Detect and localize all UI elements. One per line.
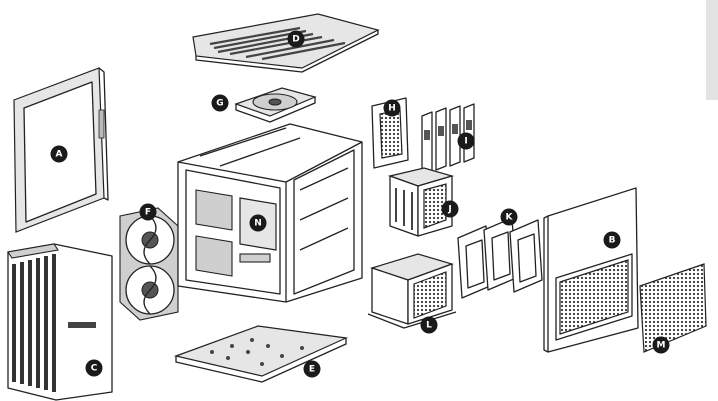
callout-label: C [91, 364, 98, 374]
callout-circle [211, 94, 229, 112]
callout-label: J [447, 205, 451, 215]
callout-circle [50, 145, 68, 163]
callout-f: F [139, 203, 157, 221]
callout-circle [500, 208, 518, 226]
callout-circle [139, 203, 157, 221]
mesh-bracket [371, 97, 409, 169]
callout-circle [420, 316, 438, 334]
callout-label: A [56, 150, 63, 160]
dust-filter [639, 263, 707, 353]
callout-j: J [441, 200, 459, 218]
callout-label: M [657, 341, 666, 351]
callout-circle [383, 99, 401, 117]
callout-label: G [216, 99, 223, 109]
callout-label: B [609, 236, 616, 246]
callout-circle [249, 214, 267, 232]
chassis-frame [177, 123, 363, 303]
callout-k: K [500, 208, 518, 226]
callout-n: N [249, 214, 267, 232]
callout-i: I [457, 132, 475, 150]
callout-label: N [254, 219, 262, 229]
callout-l: L [420, 316, 438, 334]
callout-label: L [426, 321, 432, 331]
callout-c: C [85, 359, 103, 377]
callout-g: G [211, 94, 229, 112]
callout-b: B [603, 231, 621, 249]
callout-circle [441, 200, 459, 218]
drive-trays [457, 217, 543, 299]
callout-circle [652, 336, 670, 354]
callout-m: M [652, 336, 670, 354]
callout-circle [603, 231, 621, 249]
callout-e: E [303, 360, 321, 378]
side-panel-right [543, 187, 639, 353]
callout-label: H [388, 104, 396, 114]
callout-label: F [145, 208, 151, 218]
callout-circle [287, 30, 305, 48]
front-panel [7, 243, 113, 401]
callout-label: E [309, 365, 315, 375]
callout-d: D [287, 30, 305, 48]
callout-circle [457, 132, 475, 150]
page-edge-tab [706, 0, 718, 100]
top-panel [192, 13, 380, 73]
callout-circle [85, 359, 103, 377]
drive-cage-upper [387, 167, 455, 237]
callout-label: I [464, 137, 467, 147]
callout-label: K [506, 213, 514, 223]
top-fan [234, 87, 317, 123]
front-fans [119, 207, 179, 321]
bottom-panel [173, 325, 349, 383]
callout-label: D [292, 35, 299, 45]
callout-circle [303, 360, 321, 378]
callout-a: A [50, 145, 68, 163]
drive-cage-lower [367, 253, 457, 329]
callout-h: H [383, 99, 401, 117]
callout-badges: A B C D E F G H I J K L M N [50, 30, 670, 378]
